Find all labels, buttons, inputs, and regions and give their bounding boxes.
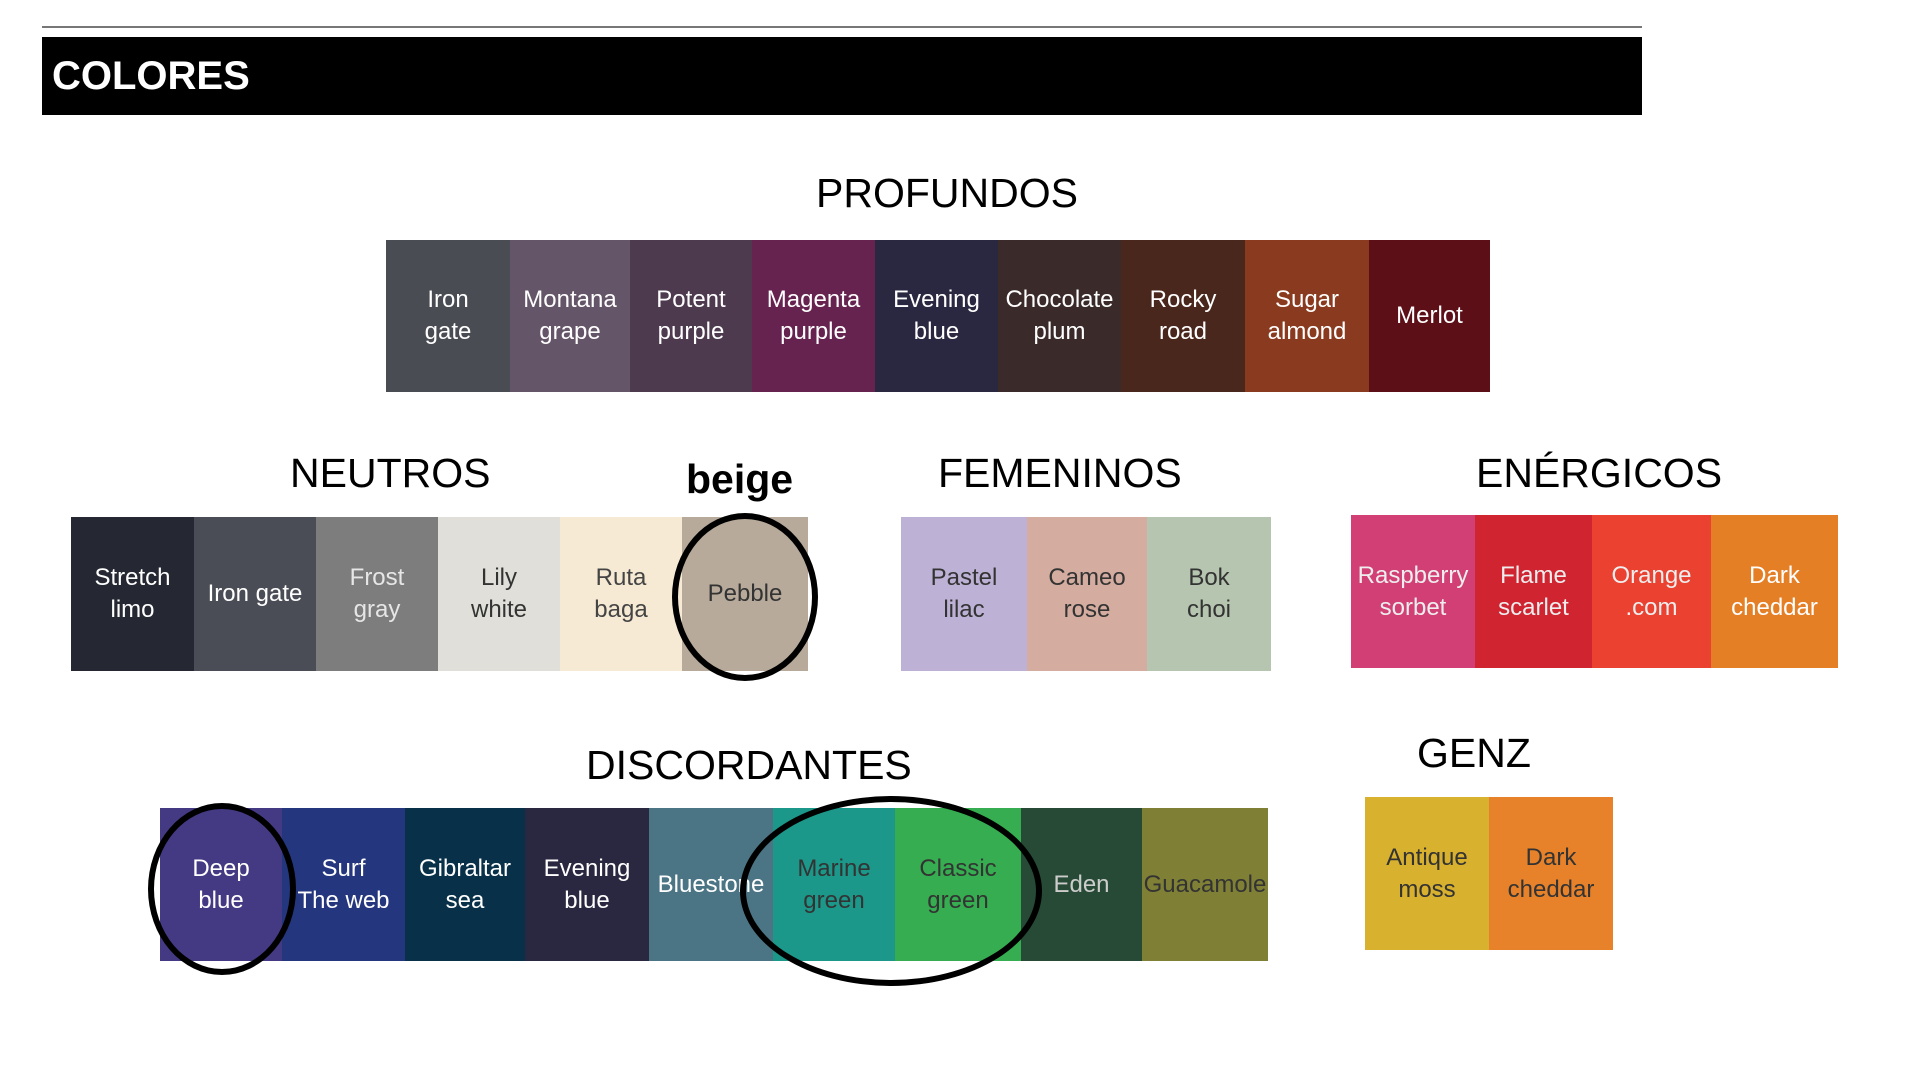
swatch-energicos: Orange .com (1592, 515, 1711, 668)
swatch-energicos: Dark cheddar (1711, 515, 1838, 668)
swatch-discordantes: Eden (1021, 808, 1142, 961)
title-neutros: NEUTROS (290, 450, 491, 496)
swatch-energicos: Flame scarlet (1475, 515, 1592, 668)
swatch-neutros: Iron gate (194, 517, 316, 671)
annotation-beige: beige (686, 456, 794, 502)
swatch-profundos: Sugar almond (1245, 240, 1369, 392)
swatch-discordantes: Gibraltar sea (405, 808, 525, 961)
swatch-energicos: Raspberry sorbet (1351, 515, 1475, 668)
title-discordantes: DISCORDANTES (586, 742, 912, 788)
swatch-femeninos: Bok choi (1147, 517, 1271, 671)
swatch-profundos: Potent purple (630, 240, 752, 392)
swatch-neutros: Lily white (438, 517, 560, 671)
swatch-femeninos: Cameo rose (1027, 517, 1147, 671)
header-bar: COLORES (42, 37, 1642, 115)
swatch-profundos: Iron gate (386, 240, 510, 392)
swatch-discordantes: Classic green (895, 808, 1021, 961)
swatch-discordantes: Surf The web (282, 808, 405, 961)
swatch-discordantes: Guacamole (1142, 808, 1268, 961)
title-profundos: PROFUNDOS (816, 170, 1078, 216)
swatch-discordantes: Bluestone (649, 808, 773, 961)
swatch-genz: Dark cheddar (1489, 797, 1613, 950)
swatch-profundos: Evening blue (875, 240, 998, 392)
swatch-discordantes: Deep blue (160, 808, 282, 961)
swatch-neutros: Stretch limo (71, 517, 194, 671)
page-title: COLORES (52, 54, 250, 98)
swatch-neutros: Frost gray (316, 517, 438, 671)
top-rule (42, 26, 1642, 28)
swatch-discordantes: Marine green (773, 808, 895, 961)
title-femeninos: FEMENINOS (938, 450, 1182, 496)
title-genz: GENZ (1417, 730, 1531, 776)
swatch-profundos: Chocolate plum (998, 240, 1121, 392)
swatch-profundos: Merlot (1369, 240, 1490, 392)
swatch-profundos: Montana grape (510, 240, 630, 392)
swatch-neutros: Ruta baga (560, 517, 682, 671)
swatch-profundos: Magenta purple (752, 240, 875, 392)
swatch-profundos: Rocky road (1121, 240, 1245, 392)
swatch-femeninos: Pastel lilac (901, 517, 1027, 671)
title-energicos: ENÉRGICOS (1476, 450, 1723, 496)
swatch-genz: Antique moss (1365, 797, 1489, 950)
swatch-discordantes: Evening blue (525, 808, 649, 961)
swatch-neutros: Pebble (682, 517, 808, 671)
